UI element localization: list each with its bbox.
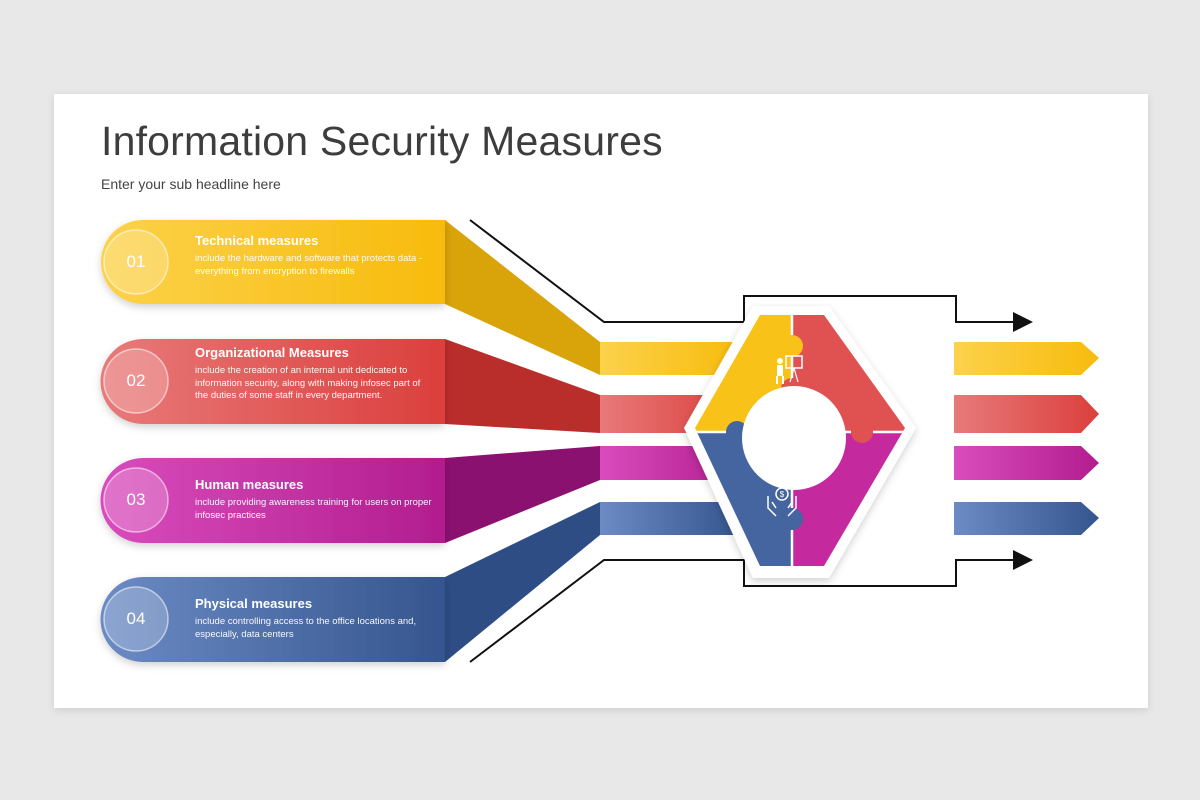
- right-arrow-4: [954, 502, 1099, 535]
- slide: Information Security Measures Enter your…: [54, 94, 1148, 708]
- center-hole: [742, 386, 846, 490]
- band-4: [600, 502, 740, 535]
- card-2-description: include the creation of an internal unit…: [195, 365, 421, 401]
- card-3: [100, 458, 445, 543]
- card-4-title: Physical measures: [195, 596, 313, 611]
- businessman-clock-icon: [903, 493, 936, 527]
- card-4-number-circle: [103, 586, 169, 652]
- card-3-number: 03: [126, 490, 146, 509]
- right-arrow-2: [954, 395, 1099, 433]
- band-1: [600, 342, 740, 375]
- card-3-number-circle: [103, 467, 169, 533]
- card-1-title: Technical measures: [195, 233, 319, 248]
- card-1-number-circle: [103, 229, 169, 295]
- card-2-text: Organizational Measures include the crea…: [195, 345, 435, 403]
- page-title: Information Security Measures: [101, 118, 663, 164]
- right-arrow-1: [954, 342, 1099, 375]
- card-2-title: Organizational Measures: [195, 345, 349, 360]
- card-3-text: Human measures include providing awarene…: [195, 477, 435, 522]
- hands-money-icon: $: [767, 487, 797, 517]
- right-arrow-3: [954, 446, 1099, 480]
- card-4: [100, 577, 445, 662]
- ribbon-2: [445, 339, 600, 433]
- ribbon-3: [445, 446, 600, 543]
- connector-line-bottom: [469, 550, 1033, 663]
- card-1-text: Technical measures include the hardware …: [195, 233, 435, 278]
- card-4-text: Physical measures include controlling ac…: [195, 596, 435, 641]
- card-2-number-circle: [103, 348, 169, 414]
- card-4-number: 04: [126, 609, 146, 628]
- diagram-graphic: $: [100, 219, 1099, 663]
- page-subtitle: Enter your sub headline here: [101, 176, 281, 192]
- team-presentation-icon: [909, 363, 939, 393]
- card-4-description: include controlling access to the office…: [195, 616, 417, 640]
- ribbon-4: [445, 502, 600, 662]
- card-1-number: 01: [126, 252, 146, 271]
- card-2-number: 02: [126, 371, 146, 390]
- presenter-board-icon: [776, 355, 803, 384]
- svg-text:$: $: [780, 490, 785, 499]
- card-3-description: include providing awareness training for…: [195, 497, 432, 521]
- card-1: [101, 220, 445, 304]
- ribbon-1: [445, 220, 600, 375]
- card-2: [100, 339, 445, 424]
- card-3-title: Human measures: [195, 477, 304, 492]
- connector-line-top: [469, 219, 1033, 332]
- card-1-description: include the hardware and software that p…: [195, 253, 423, 277]
